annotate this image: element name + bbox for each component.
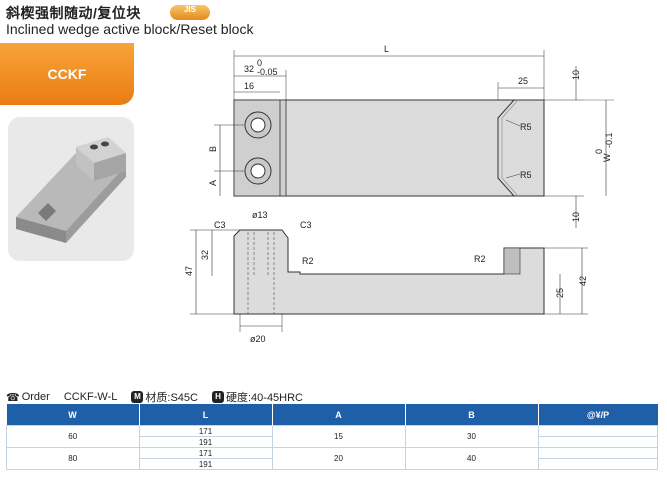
order-code: CCKF-W-L [63,391,118,403]
technical-drawing: L 32 0 -0.05 25 10 16 B A R5 R5 W 0 -0.1… [184,44,614,344]
dim-C3-left: C3 [214,220,226,230]
table-row: 80 171 20 40 [6,447,658,470]
hardness-text: 硬度:40-45HRC [225,392,304,404]
product-image [16,137,126,243]
material-text: 材质:S45C [145,392,198,404]
dim-32-tol-upper: 0 [257,58,262,68]
cell-price [537,425,658,437]
col-header-l: L [138,404,272,426]
dim-L: L [384,44,389,54]
dim-R5-bottom: R5 [520,170,532,180]
phone-icon: ☎ [6,391,20,404]
order-info: ☎ Order CCKF-W-L M 材质:S45C H 硬度:40-45HRC [6,389,303,405]
product-photo [8,117,134,261]
col-header-w: W [6,404,139,426]
hardness-icon: H [211,391,224,403]
dim-25-side: 25 [555,288,565,298]
dim-R5-top: R5 [520,122,532,132]
wedge-notch [497,99,515,197]
cell-b: 30 [404,425,539,448]
order-label: Order [21,391,50,403]
cell-price [537,458,658,470]
spec-table: W L A B @¥/P 60 171 15 30 191 80 171 20 … [6,404,658,470]
cell-l: 191 [138,458,273,470]
dim-B: B [208,146,218,152]
side-view-body [233,229,545,315]
dim-32-side: 32 [200,250,210,260]
table-row: 191 [7,458,658,470]
dim-W-tol-upper: 0 [594,149,604,154]
dim-10-top: 10 [571,70,581,80]
col-header-price: @¥/P [537,404,658,426]
cell-b: 40 [404,447,539,470]
dim-W-tol-lower: -0.1 [604,132,614,148]
dim-25-top: 25 [518,76,528,86]
cell-l: 171 [138,425,273,437]
dim-A: A [208,180,218,186]
cell-a: 20 [271,447,406,470]
cell-a: 15 [271,425,406,448]
dim-10-bottom: 10 [571,212,581,222]
dim-W: W [602,153,612,162]
dim-16: 16 [244,81,254,91]
table-header-row: W L A B @¥/P [6,404,658,426]
dim-32-tol-lower: -0.05 [257,67,278,77]
dim-phi13: ø13 [252,210,268,220]
page-title-cn: 斜楔强制随动/复位块 [6,5,141,21]
cell-l: 171 [138,447,273,459]
cell-price [537,447,658,459]
col-header-b: B [404,404,538,426]
cell-w: 60 [6,425,140,448]
dim-C3-right: C3 [300,220,312,230]
cell-price [537,436,658,448]
col-header-a: A [271,404,405,426]
cell-l: 191 [138,436,273,448]
dim-phi20: ø20 [250,334,266,344]
dim-R2-right: R2 [474,254,486,264]
dim-R2-left: R2 [302,256,314,266]
product-code-tab: CCKF [0,43,134,105]
dim-42: 42 [578,276,588,286]
jis-badge: JIS [170,5,210,20]
table-row: 60 171 15 30 [6,425,658,448]
page-title-en: Inclined wedge active block/Reset block [6,21,254,37]
material-icon: M [131,391,144,403]
cell-w: 80 [6,447,140,470]
dim-32: 32 [244,64,254,74]
dim-47: 47 [184,266,194,276]
